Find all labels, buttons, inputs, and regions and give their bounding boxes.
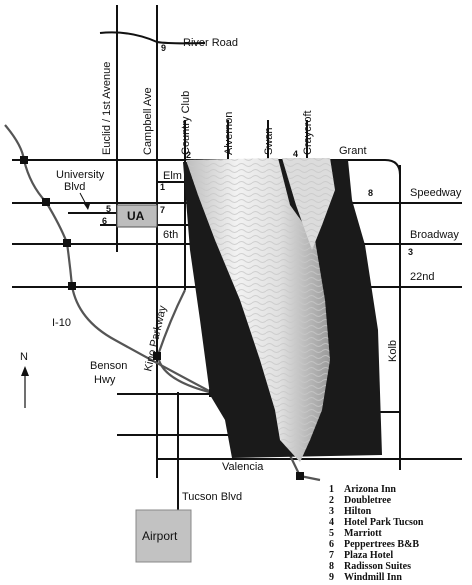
airport-label: Airport	[142, 529, 178, 543]
legend-name-6: Peppertrees B&B	[344, 539, 419, 550]
legend-name-2: Doubletree	[344, 495, 392, 506]
broadway-label: Broadway	[410, 229, 459, 241]
interchange-speedway	[42, 198, 50, 206]
grant-road-curve	[384, 159, 401, 176]
legend-name-5: Marriott	[344, 528, 382, 539]
university-pointer-head	[84, 204, 90, 210]
interchange-22nd	[68, 282, 76, 290]
compass-label: N	[20, 351, 28, 363]
ua-box	[116, 204, 158, 228]
legend-num-7: 7	[329, 550, 334, 561]
marker-1: 1	[160, 182, 165, 192]
marker-6: 6	[102, 216, 107, 226]
country-club-label: Country Club	[180, 91, 192, 155]
legend-name-4: Hotel Park Tucson	[344, 517, 424, 528]
overlay-plume-texture	[186, 158, 330, 462]
ua-label: UA	[127, 209, 145, 223]
benson-label-1: Benson	[90, 360, 127, 372]
marker-2: 2	[186, 150, 191, 160]
elm-label: Elm	[163, 170, 182, 182]
satellite-overlay	[183, 158, 382, 462]
legend-num-6: 6	[329, 539, 334, 550]
tucson-blvd-label: Tucson Blvd	[182, 491, 242, 503]
i10-label: I-10	[52, 317, 71, 329]
interchange-broadway	[63, 239, 71, 247]
legend-num-5: 5	[329, 528, 334, 539]
legend-num-9: 9	[329, 572, 334, 583]
legend-name-8: Radisson Suites	[344, 561, 411, 572]
valencia-label: Valencia	[222, 461, 264, 473]
legend-name-1: Arizona Inn	[344, 484, 396, 495]
speedway-label: Speedway	[410, 187, 462, 199]
legend-name-7: Plaza Hotel	[344, 550, 393, 561]
marker-7: 7	[160, 205, 165, 215]
legend-num-4: 4	[329, 517, 334, 528]
river-road	[99, 31, 206, 45]
kolb-label: Kolb	[387, 340, 399, 362]
university-label-2: Blvd	[64, 181, 85, 193]
marker-4: 4	[293, 149, 298, 159]
campbell-label: Campbell Ave	[142, 87, 154, 155]
marker-9: 9	[161, 43, 166, 53]
euclid-label: Euclid / 1st Avenue	[101, 62, 113, 155]
compass-arrow-head	[21, 366, 29, 376]
sixth-label: 6th	[163, 229, 178, 241]
university-label-1: University	[56, 169, 105, 181]
interchange-grant	[20, 156, 28, 164]
marker-3: 3	[408, 247, 413, 257]
legend-name-9: Windmill Inn	[344, 572, 402, 583]
marker-5: 5	[106, 204, 111, 214]
compass: N	[20, 351, 29, 408]
benson-label-2: Hwy	[94, 374, 116, 386]
swan-label: Swan	[263, 127, 275, 155]
airport-box[interactable]	[135, 509, 192, 563]
river-road-label: River Road	[183, 37, 238, 49]
marker-8: 8	[368, 188, 373, 198]
legend-num-8: 8	[329, 561, 334, 572]
legend-num-3: 3	[329, 506, 334, 517]
overlay-plume-right-texture	[282, 158, 335, 250]
craycroft-label: Craycroft	[302, 110, 314, 155]
legend-num-2: 2	[329, 495, 334, 506]
hotel-legend: 1 Arizona Inn 2 Doubletree 3 Hilton 4 Ho…	[329, 484, 424, 583]
interchange-valencia	[296, 472, 304, 480]
twenty-second-label: 22nd	[410, 271, 434, 283]
legend-num-1: 1	[329, 484, 334, 495]
legend-name-3: Hilton	[344, 506, 372, 517]
interchange-kino	[153, 352, 161, 360]
alvernon-label: Alvernon	[223, 112, 235, 155]
grant-label: Grant	[339, 145, 367, 157]
